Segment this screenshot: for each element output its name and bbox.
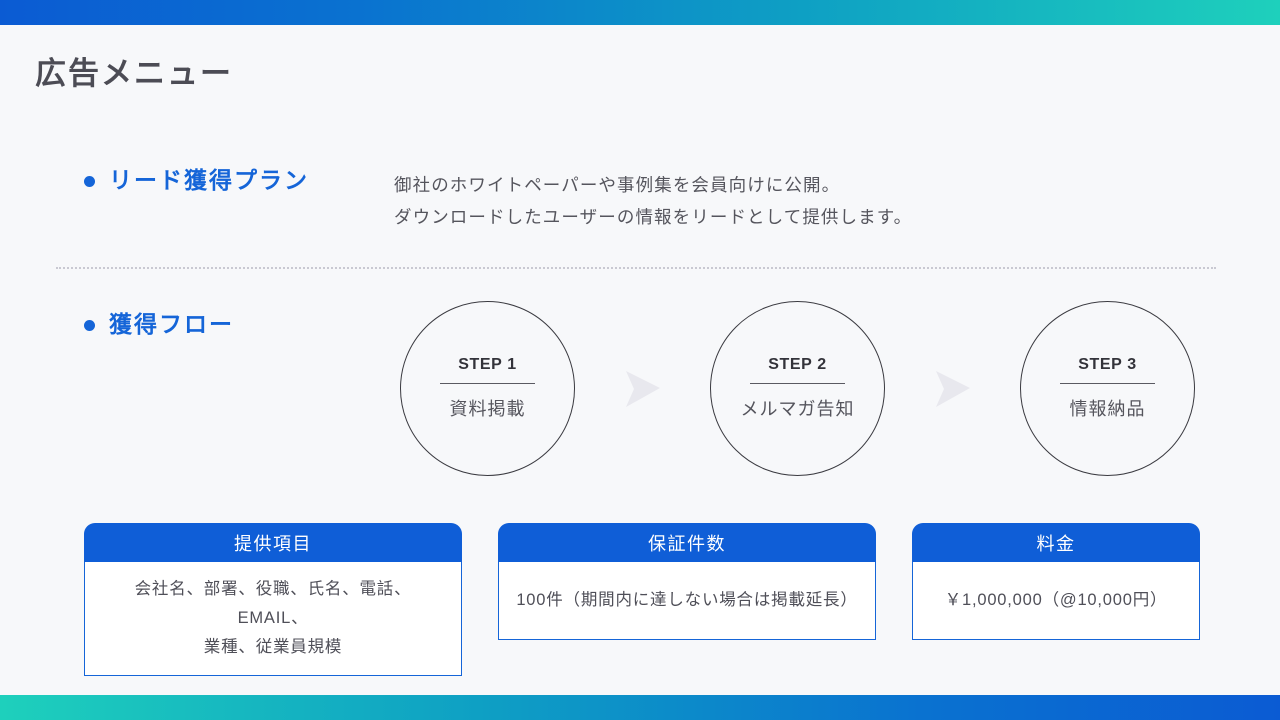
spec-card-price: 料金 ￥1,000,000（@10,000円） bbox=[912, 523, 1200, 676]
lead-plan-section: リード獲得プラン 御社のホワイトペーパーや事例集を会員向けに公開。 ダウンロード… bbox=[84, 166, 1214, 234]
bullet-icon bbox=[84, 320, 95, 331]
bullet-icon bbox=[84, 176, 95, 187]
lead-plan-description-line-2: ダウンロードしたユーザーの情報をリードとして提供します。 bbox=[394, 207, 913, 228]
top-gradient-bar bbox=[0, 0, 1280, 25]
flow-heading-label: 獲得フロー bbox=[109, 311, 234, 337]
bottom-gradient-bar bbox=[0, 695, 1280, 720]
spec-card-guaranteed-count: 保証件数 100件（期間内に達しない場合は掲載延長） bbox=[498, 523, 876, 676]
spec-card-body-line-1: 100件（期間内に達しない場合は掲載延長） bbox=[516, 591, 858, 610]
spec-card-provided-items: 提供項目 会社名、部署、役職、氏名、電話、EMAIL、 業種、従業員規模 bbox=[84, 523, 462, 676]
step-name-3: 情報納品 bbox=[1069, 399, 1146, 420]
spec-card-title: 料金 bbox=[912, 523, 1200, 562]
step-label-2: STEP 2 bbox=[768, 355, 827, 373]
lead-plan-description-line-1: 御社のホワイトペーパーや事例集を会員向けに公開。 bbox=[394, 175, 841, 195]
step-divider-2 bbox=[750, 382, 845, 385]
step-flow-diagram: STEP 1 資料掲載 STEP 2 メルマガ告知 STEP 3 情報納品 bbox=[400, 301, 1195, 476]
step-circle-3: STEP 3 情報納品 bbox=[1020, 301, 1195, 476]
step-circle-2: STEP 2 メルマガ告知 bbox=[710, 301, 885, 476]
step-label-1: STEP 1 bbox=[458, 355, 517, 373]
flow-arrow-1 bbox=[575, 367, 710, 411]
spec-card-body-line-1: 会社名、部署、役職、氏名、電話、EMAIL、 bbox=[134, 580, 412, 627]
spec-card-title: 保証件数 bbox=[498, 523, 876, 562]
spec-card-body: 会社名、部署、役職、氏名、電話、EMAIL、 業種、従業員規模 bbox=[84, 562, 462, 676]
lead-plan-description: 御社のホワイトペーパーや事例集を会員向けに公開。 ダウンロードしたユーザーの情報… bbox=[394, 166, 912, 234]
section-divider bbox=[56, 267, 1216, 269]
spec-card-group: 提供項目 会社名、部署、役職、氏名、電話、EMAIL、 業種、従業員規模 保証件… bbox=[84, 523, 1200, 676]
step-circle-1: STEP 1 資料掲載 bbox=[400, 301, 575, 476]
spec-card-body-line-2: 業種、従業員規模 bbox=[203, 637, 343, 656]
step-name-2: メルマガ告知 bbox=[740, 399, 855, 420]
spec-card-body-line-1: ￥1,000,000（@10,000円） bbox=[944, 591, 1168, 610]
flow-arrow-2 bbox=[885, 367, 1020, 411]
step-label-3: STEP 3 bbox=[1078, 355, 1137, 373]
step-name-1: 資料掲載 bbox=[449, 399, 526, 420]
spec-card-body: 100件（期間内に達しない場合は掲載延長） bbox=[498, 562, 876, 640]
spec-card-body: ￥1,000,000（@10,000円） bbox=[912, 562, 1200, 640]
lead-plan-heading-label: リード獲得プラン bbox=[109, 167, 309, 193]
page-title: 広告メニュー bbox=[35, 56, 233, 91]
flow-heading: 獲得フロー bbox=[84, 310, 234, 339]
lead-plan-heading: リード獲得プラン bbox=[84, 166, 394, 234]
spec-card-title: 提供項目 bbox=[84, 523, 462, 562]
step-divider-3 bbox=[1060, 382, 1155, 385]
step-divider-1 bbox=[440, 382, 535, 385]
